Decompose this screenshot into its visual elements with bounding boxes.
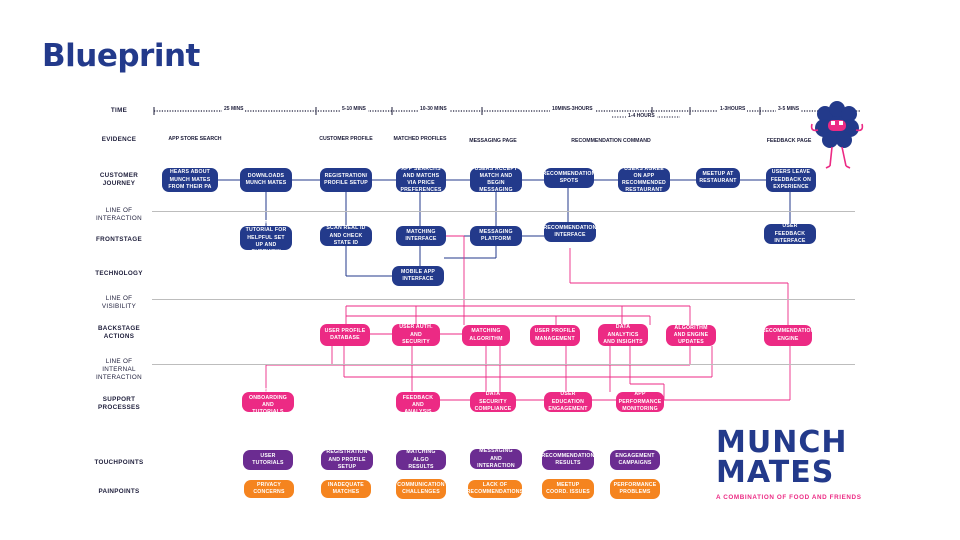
journey-step: Users agree on app recommended restauran…	[618, 166, 670, 193]
touchpoint: User tutorials	[243, 450, 293, 470]
painpoint: Privacy concerns	[244, 480, 294, 498]
time-label: 5-10 mins	[340, 106, 368, 112]
row-label-time: Time	[110, 107, 128, 114]
painpoint: Meetup coord. issues	[542, 479, 594, 499]
frontstage-step: In-app tutorial for helpful set up and o…	[240, 220, 292, 255]
backstage-step: Recommendation engine	[761, 325, 814, 346]
page-title: Blueprint	[42, 38, 200, 74]
touchpoint: Messaging and interaction	[470, 448, 522, 469]
row-label-technology: Technology	[95, 270, 143, 277]
time-label: 1-3hours	[718, 106, 748, 112]
journey-step: Recommendation spots	[542, 168, 595, 188]
journey-step: Users leave feedback on experience	[766, 168, 816, 192]
technology-step: Mobile app interface	[392, 266, 444, 286]
journey-step: Downloads Munch Mates	[240, 168, 292, 192]
support-step: User onboarding and tutorials	[242, 388, 294, 415]
row-label-support: Support Processes	[98, 396, 140, 411]
row-label-line-of-internal: Line of Internal Interaction	[96, 358, 142, 381]
touchpoint: Engagement campaigns	[610, 450, 660, 470]
backstage-step: Algorithm and engine updates	[666, 325, 716, 346]
evidence-item: Customer Profile	[319, 136, 373, 142]
evidence-item: Recommendation command	[571, 138, 651, 144]
mascot-icon	[810, 101, 864, 169]
time-label: 1-4 hours	[626, 113, 657, 119]
journey-step: Hears about Munch Mates from their PA	[162, 168, 218, 192]
row-label-line-of-interaction: Line of Interaction	[96, 207, 142, 222]
evidence-item: App store search	[168, 136, 222, 142]
row-label-line-of-visibility: Line of Visibility	[101, 295, 137, 310]
evidence-item: Messaging page	[469, 138, 517, 144]
journey-step: Users accept match and begin messaging	[470, 166, 522, 193]
journey-step: Registration/ profile setup	[320, 168, 372, 192]
backstage-step: User auth. and security	[392, 324, 440, 346]
painpoint: Performance problems	[610, 479, 660, 499]
support-step: App performance monitoring	[616, 391, 664, 412]
line-of-internal-interaction	[152, 364, 855, 365]
row-label-backstage: Backstage Actions	[97, 325, 141, 340]
backstage-step: User profile database	[320, 324, 370, 346]
touchpoint: Matching algo results	[396, 449, 446, 470]
backstage-step: User profile management	[530, 325, 580, 346]
time-label: 3-5 mins	[776, 106, 802, 112]
journey-step: Meetup at restaurant	[696, 168, 740, 188]
row-label-customer-journey: Customer Journey	[99, 172, 139, 187]
backstage-step: Data Analytics and insights	[598, 324, 648, 346]
journey-step: App searchs and matchs via price prefere…	[396, 166, 446, 193]
evidence-item: Feedback page	[766, 138, 812, 144]
time-label: 10mins-3hours	[550, 106, 595, 112]
row-label-evidence: Evidence	[101, 136, 137, 143]
line-of-visibility	[152, 299, 855, 300]
support-step: User education engagement	[544, 391, 592, 412]
frontstage-step: User feedback interface	[764, 223, 816, 244]
logo: MATES	[716, 455, 835, 490]
line-of-interaction	[152, 211, 855, 212]
backstage-step: Matching algorithm	[462, 325, 510, 346]
painpoint: Communication challenges	[396, 479, 446, 499]
touchpoint: Recommendation results	[541, 450, 594, 470]
frontstage-step: Scan real ID and check state ID	[320, 225, 372, 246]
row-label-painpoints: Painpoints	[98, 488, 140, 495]
frontstage-step: Messaging platform	[470, 226, 522, 246]
support-step: User feedback and analysis	[396, 388, 440, 415]
evidence-item: Matched Profiles	[393, 136, 447, 142]
row-label-touchpoints: Touchpoints	[94, 459, 144, 466]
frontstage-step: Matching interface	[396, 226, 446, 246]
touchpoint: Registration and profile setup	[321, 449, 373, 470]
support-step: Data security compliance	[470, 391, 516, 412]
frontstage-step: Recommendation interface	[543, 222, 596, 242]
painpoint: Inadequate matches	[321, 480, 371, 498]
logo-tagline: A combination of food and friends	[716, 494, 862, 501]
painpoint: Lack of recommendations	[467, 480, 523, 498]
time-label: 25 mins	[222, 106, 246, 112]
row-label-frontstage: Frontstage	[96, 236, 142, 243]
logo: MUNCH	[716, 425, 848, 460]
time-label: 10-30 mins	[418, 106, 449, 112]
